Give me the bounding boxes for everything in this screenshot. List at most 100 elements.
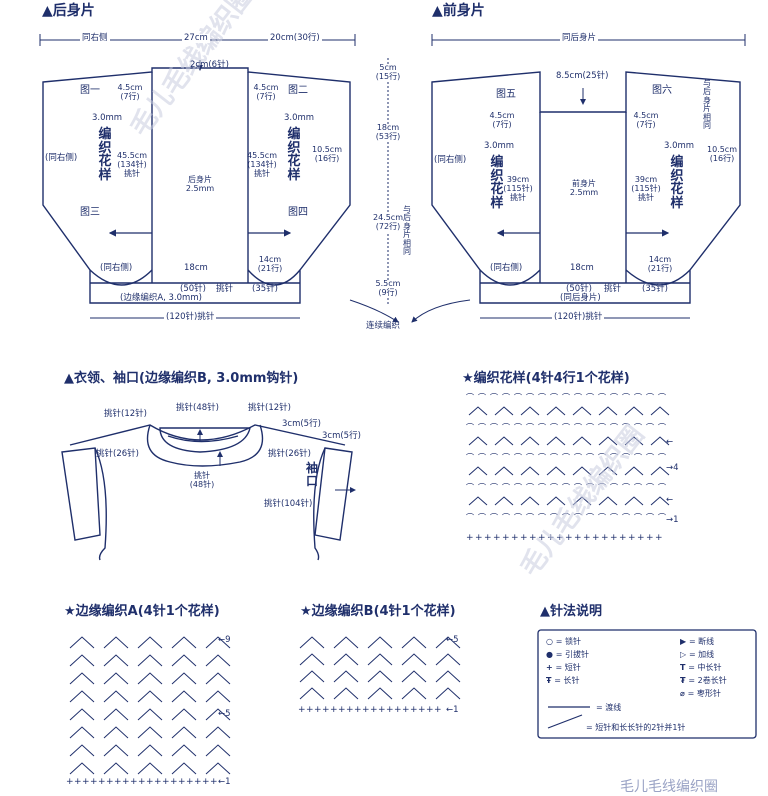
stitch-glyph: ⌒	[658, 453, 666, 462]
back-pick-l: 45.5cm (134针) 挑针	[116, 151, 147, 178]
stitch-glyph: ⌒	[538, 483, 546, 492]
vdim-2: 18cm (53行)	[366, 123, 410, 142]
fan-stitch-mark	[299, 670, 325, 683]
stitch-glyph: ⌒	[610, 393, 618, 402]
stitch-glyph: +	[547, 533, 555, 543]
stitch-glyph: ⌒	[598, 513, 606, 522]
stitch-glyph: +	[98, 777, 106, 787]
front-right-edge: 10.5cm (16行)	[706, 145, 737, 163]
stitch-glyph: ⌒	[598, 423, 606, 432]
stitch-glyph: +	[520, 533, 528, 543]
legend-item: T = 中长针	[680, 662, 722, 673]
stitch-glyph: ⌒	[514, 483, 522, 492]
collar-cm3b: 3cm(5行)	[322, 431, 361, 441]
stitch-glyph: +	[338, 705, 346, 715]
front-note: 与后身片相同	[703, 79, 711, 130]
stitch-glyph: +	[655, 533, 663, 543]
collar-p48-bot: 挑针 (48针)	[189, 471, 215, 489]
fan-stitch-mark	[598, 466, 618, 476]
stitch-glyph: ⌒	[478, 453, 486, 462]
stitch-glyph: ⌒	[622, 453, 630, 462]
front-shoulder-r: 4.5cm (7行)	[633, 111, 659, 129]
stitch-glyph: +	[66, 777, 74, 787]
vdim-1: 5cm (15行)	[366, 63, 410, 82]
collar-diagram	[61, 424, 356, 561]
stitch-glyph: ⌒	[550, 453, 558, 462]
fan-stitch-mark	[299, 653, 325, 666]
back-edge-a: (边缘编织A, 3.0mm)	[120, 293, 202, 303]
edge-a-title: ★边缘编织A(4针1个花样)	[64, 604, 220, 619]
legend-item: ₮ = 2卷长针	[680, 675, 727, 686]
fan-stitch-mark	[299, 687, 325, 700]
stitch-glyph: +	[493, 533, 501, 543]
stitch-glyph: ⌒	[538, 513, 546, 522]
stitch-glyph: +	[475, 533, 483, 543]
stitch-glyph: ⌒	[502, 513, 510, 522]
fan-stitch-mark	[401, 653, 427, 666]
stitch-glyph: +	[306, 705, 314, 715]
fan-stitch-mark	[69, 708, 95, 721]
stitch-glyph: ⌒	[658, 393, 666, 402]
fan-stitch-mark	[137, 654, 163, 667]
stitch-glyph: +	[130, 777, 138, 787]
legend-item: Ŧ = 长针	[546, 675, 580, 686]
stitch-glyph: +	[556, 533, 564, 543]
back-fig2: 图二	[288, 85, 308, 96]
edge-b-mark-5: ←5	[446, 635, 459, 645]
fan-stitch-mark	[494, 466, 514, 476]
back-hook-r: 3.0mm	[284, 113, 315, 123]
stitch-glyph: +	[82, 777, 90, 787]
fan-stitch-mark	[520, 436, 540, 446]
stitch-glyph: +	[330, 705, 338, 715]
stitch-glyph: +	[418, 705, 426, 715]
stitch-glyph: ⌒	[526, 453, 534, 462]
stitch-glyph: ⌒	[538, 393, 546, 402]
fan-stitch-mark	[468, 466, 488, 476]
fan-stitch-mark	[69, 636, 95, 649]
fan-stitch-mark	[401, 636, 427, 649]
collar-title: ▲衣领、袖口(边缘编织B, 3.0mm钩针)	[64, 371, 299, 386]
edge-b-title: ★边缘编织B(4针1个花样)	[300, 604, 456, 619]
fan-stitch-mark	[367, 636, 393, 649]
back-top-left: 同右侧	[80, 33, 110, 43]
stitch-glyph: ⌒	[514, 393, 522, 402]
vdim-note: 与后身片相同	[403, 205, 411, 256]
stitch-glyph: ⌒	[502, 393, 510, 402]
back-neck: 2cm(6针)	[190, 60, 229, 70]
fan-stitch-mark	[299, 636, 325, 649]
fan-stitch-mark	[494, 406, 514, 416]
fan-stitch-mark	[137, 762, 163, 775]
stitch-glyph: +	[484, 533, 492, 543]
legend-label: = 加线	[688, 650, 715, 659]
stitch-glyph: ⌒	[550, 483, 558, 492]
knit-pattern-title: ★编织花样(4针4行1个花样)	[462, 371, 630, 386]
collar-p12-l: 挑针(12针)	[104, 409, 147, 419]
stitch-glyph: ⌒	[466, 513, 474, 522]
fan-stitch-mark	[103, 744, 129, 757]
stitch-glyph: ⌒	[574, 453, 582, 462]
fan-stitch-mark	[103, 690, 129, 703]
stitch-glyph: ⌒	[562, 513, 570, 522]
stitch-glyph: +	[637, 533, 645, 543]
fan-stitch-mark	[468, 496, 488, 506]
fan-stitch-mark	[333, 653, 359, 666]
fan-stitch-mark	[546, 496, 566, 506]
front-center: 前身片 2.5mm	[569, 179, 599, 197]
stitch-glyph: +	[154, 777, 162, 787]
back-top-right: 20cm(30行)	[268, 33, 322, 43]
stitch-glyph: ⌒	[658, 483, 666, 492]
front-bot-pick: 挑针	[604, 284, 622, 294]
knit-mark-2: →4	[666, 463, 679, 473]
stitch-glyph: ⌒	[550, 393, 558, 402]
fan-stitch-mark	[572, 496, 592, 506]
fan-stitch-mark	[103, 708, 129, 721]
back-bot-pick: 挑针	[216, 284, 234, 294]
fan-stitch-mark	[137, 690, 163, 703]
fan-stitch-mark	[367, 670, 393, 683]
stitch-glyph: +	[122, 777, 130, 787]
stitch-glyph: +	[538, 533, 546, 543]
legend-item: ⌀ = 枣形针	[680, 688, 721, 699]
collar-p104: 挑针(104针)	[264, 499, 313, 509]
edge-a-mark-5: ←5	[218, 709, 231, 719]
fan-stitch-mark	[650, 466, 670, 476]
